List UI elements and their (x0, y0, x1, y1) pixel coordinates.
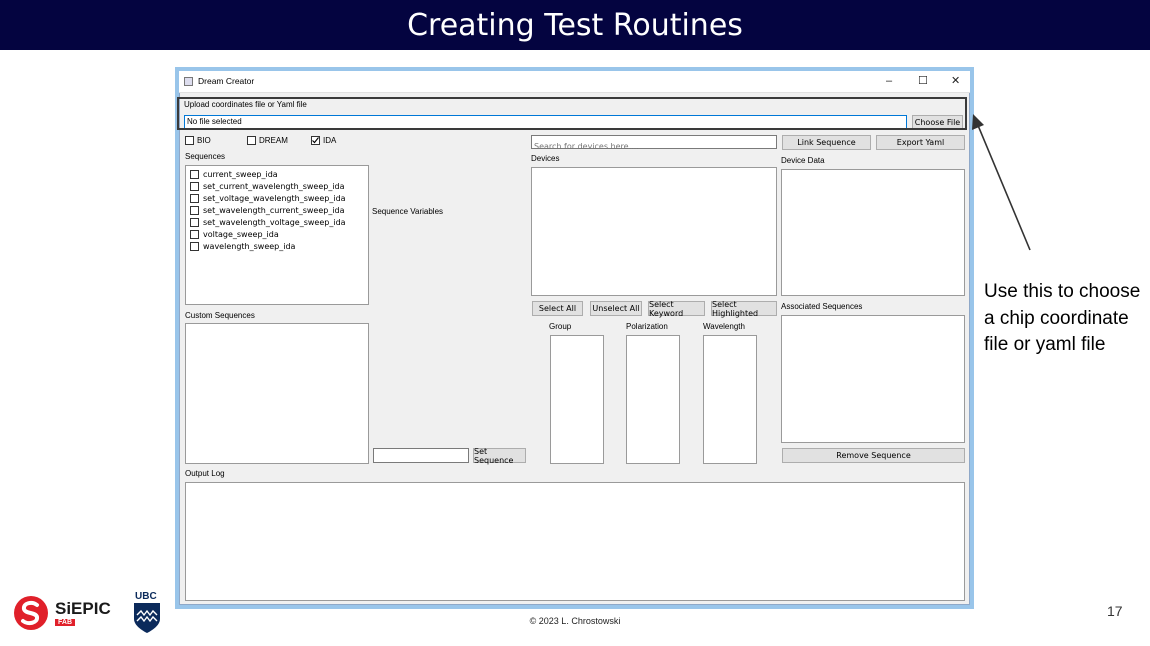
filter-ida-label: IDA (323, 136, 337, 145)
slide-title-bar: Creating Test Routines (0, 0, 1150, 50)
list-item[interactable]: set_wavelength_current_sweep_ida (190, 204, 368, 216)
callout-text: Use this to choose a chip coordinate fil… (984, 281, 1141, 355)
slide-footer: © 2023 L. Chrostowski (529, 616, 621, 626)
select-keyword-button[interactable]: Select Keyword (648, 300, 705, 318)
window-titlebar (179, 71, 970, 93)
remove-sequence-button[interactable]: Remove Sequence (782, 448, 965, 463)
siepic-fab-badge: FAB (55, 619, 75, 626)
filter-dream-checkbox[interactable] (247, 136, 256, 145)
devices-list[interactable] (531, 167, 777, 296)
sequence-checkbox[interactable] (190, 241, 199, 251)
sequence-checkbox[interactable] (190, 217, 199, 227)
sequences-list[interactable]: current_sweep_ida set_current_wavelength_… (185, 165, 369, 305)
wavelength-column-label: Wavelength (703, 322, 745, 331)
polarization-list[interactable] (626, 335, 680, 464)
device-search-input[interactable] (531, 135, 777, 152)
filter-ida-checkbox[interactable] (311, 136, 320, 145)
list-item[interactable]: set_voltage_wavelength_sweep_ida (190, 192, 368, 204)
sequence-checkbox[interactable] (190, 193, 199, 203)
upload-highlight-box (177, 97, 967, 130)
list-item[interactable]: voltage_sweep_ida (190, 228, 368, 240)
siepic-logo-icon (14, 596, 48, 630)
check-icon (312, 137, 319, 144)
wavelength-list[interactable] (703, 335, 757, 464)
sequence-label: set_current_wavelength_sweep_ida (203, 181, 345, 191)
link-sequence-button[interactable]: Link Sequence (782, 135, 871, 150)
slide-title: Creating Test Routines (407, 7, 743, 43)
filter-bio-label: BIO (197, 136, 211, 145)
associated-sequences-list[interactable] (781, 315, 965, 443)
window-title: Dream Creator (198, 76, 255, 86)
list-item[interactable]: wavelength_sweep_ida (190, 240, 368, 252)
sequence-label: voltage_sweep_ida (203, 229, 279, 239)
custom-sequences-list[interactable] (185, 323, 369, 464)
output-log-panel[interactable] (185, 482, 965, 601)
file-path-value: No file selected (187, 117, 242, 126)
sequence-checkbox[interactable] (190, 205, 199, 215)
maximize-button[interactable]: ☐ (918, 75, 928, 87)
output-log-label: Output Log (185, 469, 225, 478)
sequence-label: set_wavelength_current_sweep_ida (203, 205, 345, 215)
associated-sequences-label: Associated Sequences (781, 302, 863, 311)
close-button[interactable]: ✕ (951, 75, 961, 87)
sequences-label: Sequences (185, 152, 226, 161)
filter-dream-label: DREAM (259, 136, 288, 145)
sequence-label: set_voltage_wavelength_sweep_ida (203, 193, 346, 203)
sequence-checkbox[interactable] (190, 229, 199, 239)
filter-bio-checkbox[interactable] (185, 136, 194, 145)
sequence-checkbox[interactable] (190, 169, 199, 179)
ubc-logo-text: UBC (135, 591, 157, 602)
select-all-button[interactable]: Select All (532, 301, 583, 316)
upload-label: Upload coordinates file or Yaml file (184, 100, 307, 109)
list-item[interactable]: current_sweep_ida (190, 168, 368, 180)
ubc-crest-icon (134, 603, 160, 633)
set-sequence-button[interactable]: Set Sequence (473, 447, 526, 465)
group-column-label: Group (549, 322, 572, 331)
siepic-logo: SiEPIC FAB (12, 594, 111, 632)
list-item[interactable]: set_current_wavelength_sweep_ida (190, 180, 368, 192)
filter-bio[interactable]: BIO (185, 136, 211, 145)
export-yaml-button[interactable]: Export Yaml (876, 135, 965, 150)
filter-ida[interactable]: IDA (311, 136, 336, 145)
sequence-label: set_wavelength_voltage_sweep_ida (203, 217, 346, 227)
custom-sequences-label: Custom Sequences (185, 311, 255, 320)
device-data-panel[interactable] (781, 169, 965, 296)
devices-label: Devices (531, 154, 560, 163)
callout-arrow (972, 114, 1031, 251)
unselect-all-button[interactable]: Unselect All (590, 301, 642, 316)
polarization-column-label: Polarization (626, 322, 668, 331)
list-item[interactable]: set_wavelength_voltage_sweep_ida (190, 216, 368, 228)
device-search-field[interactable] (532, 141, 776, 152)
group-list[interactable] (550, 335, 604, 464)
sequence-checkbox[interactable] (190, 181, 199, 191)
minimize-button[interactable]: – (886, 75, 893, 87)
device-data-label: Device Data (781, 156, 825, 165)
sequence-variable-input[interactable] (373, 448, 469, 463)
siepic-logo-text: SiEPIC (55, 599, 111, 618)
app-icon (184, 77, 193, 86)
filter-dream[interactable]: DREAM (247, 136, 288, 145)
select-highlighted-button[interactable]: Select Highlighted (711, 300, 777, 318)
sequence-label: current_sweep_ida (203, 169, 278, 179)
page-number: 17 (1107, 603, 1123, 619)
ubc-logo: UBC (132, 591, 162, 635)
sequence-variables-label: Sequence Variables (372, 207, 444, 216)
sequence-label: wavelength_sweep_ida (203, 241, 296, 251)
